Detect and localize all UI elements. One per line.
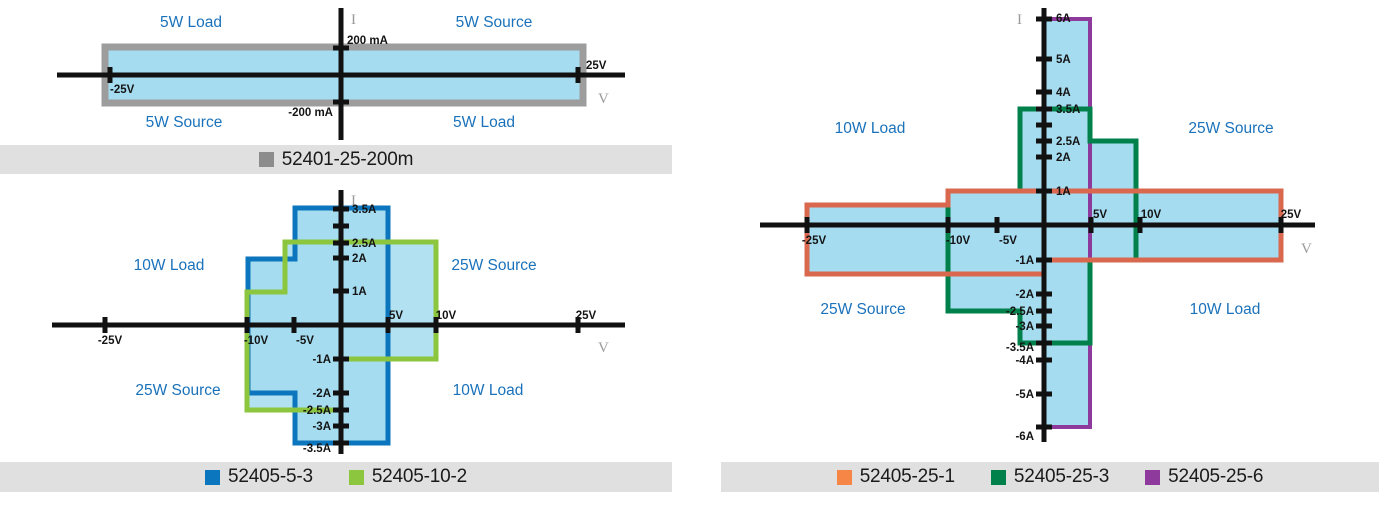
i-axis-label: I — [351, 12, 356, 28]
ticklabel-pos-10v: 10V — [436, 310, 457, 322]
legend-label: 52401-25-200m — [281, 148, 414, 170]
ticklabel-pos-25v: 25V — [576, 310, 597, 322]
ticklabel-1a: 1A — [1056, 186, 1071, 198]
ticklabel-neg-2p5a: -2.5A — [303, 405, 331, 417]
ticklabel-2a: 2A — [352, 253, 367, 265]
series-outline-52405-5-3 — [245, 205, 391, 446]
ticklabel-neg-3p5a: -3.5A — [1006, 342, 1034, 354]
legend-item[interactable]: 52405-5-3 — [204, 466, 313, 488]
quadrant-top-left: 10W Load — [835, 120, 906, 137]
ticklabel-neg-3a: -3A — [312, 421, 331, 433]
ticklabel-neg-25v: -25V — [802, 235, 827, 247]
ticklabel-neg-25v: -25V — [110, 84, 135, 96]
ticklabel-pos-10v: 10V — [1141, 209, 1162, 221]
ticklabel-2p5a: 2.5A — [352, 238, 376, 250]
ticklabel-pos-25v: 25V — [1281, 209, 1302, 221]
ticklabel-pos-5v: 5V — [1093, 209, 1107, 221]
quadrant-bottom-left: 25W Source — [820, 301, 905, 318]
quadrant-top-left: 5W Load — [160, 14, 222, 31]
chart-52405-low-svg: I V -25V -10V -5V 5V 10V 25V 3.5A 2.5A 2… — [52, 190, 625, 455]
ticklabel-neg-5v: -5V — [296, 335, 314, 347]
i-axis-label: I — [1017, 12, 1022, 28]
ticklabel-neg-1a: -1A — [1015, 255, 1034, 267]
legend-chart-52405-25: 52405-25-1 52405-25-3 52405-25-6 — [721, 462, 1379, 492]
ticklabel-3p5a: 3.5A — [1056, 104, 1080, 116]
chart-52405-low-panel: I V -25V -10V -5V 5V 10V 25V 3.5A 2.5A 2… — [0, 182, 690, 457]
legend-swatch-52405-25-6 — [1145, 469, 1161, 485]
legend-label: 52405-25-3 — [1013, 466, 1110, 487]
ticklabel-neg-3p5a: -3.5A — [303, 443, 331, 455]
legend-swatch-52405-25-3 — [990, 469, 1006, 485]
quadrant-bottom-left: 25W Source — [135, 382, 220, 399]
ticklabel-6a: 6A — [1056, 13, 1071, 25]
v-axis-label: V — [598, 91, 609, 107]
legend-swatch-52405-10-2 — [348, 469, 364, 485]
chart-52401-panel: I V 200 mA -200 mA -25V 25V 5W Load 5W S… — [0, 0, 690, 142]
ticklabel-neg-2a: -2A — [312, 388, 331, 400]
quadrant-bottom-right: 10W Load — [1190, 301, 1261, 318]
ticklabel-neg-10v: -10V — [946, 235, 971, 247]
series-outline-52405-25-1 — [804, 188, 1284, 277]
legend-swatch-52405-5-3 — [204, 469, 220, 485]
ticklabel-neg-2a: -2A — [1015, 289, 1034, 301]
ticklabel-pos-25v: 25V — [586, 60, 607, 72]
legend-label: 52405-10-2 — [371, 466, 468, 487]
quadrant-top-right: 25W Source — [451, 257, 536, 274]
ticklabel-neg-2p5a: -2.5A — [1006, 306, 1034, 318]
i-axis-label: I — [351, 193, 356, 209]
chart-52405-25-svg: I V -25V -10V -5V 5V 10V 25V 6A 5A 4A 3.… — [760, 8, 1315, 443]
ticklabel-4a: 4A — [1056, 87, 1071, 99]
quadrant-bottom-right: 10W Load — [453, 382, 524, 399]
ticklabel-neg-3a: -3A — [1015, 321, 1034, 333]
ticklabel-neg-25v: -25V — [98, 335, 123, 347]
ticklabel-neg-10v: -10V — [244, 335, 269, 347]
legend-label: 52405-25-6 — [1168, 466, 1264, 487]
quadrant-top-left: 10W Load — [134, 257, 205, 274]
legend-swatch-52405-25-1 — [836, 469, 852, 485]
chart-52401-svg: I V 200 mA -200 mA -25V 25V 5W Load 5W S… — [57, 8, 625, 140]
legend-chart-52401: 52401-25-200m — [0, 145, 672, 174]
ticklabel-5a: 5A — [1056, 54, 1071, 66]
legend-item[interactable]: 52405-25-1 — [836, 466, 955, 488]
v-axis-label: V — [1301, 241, 1312, 257]
ticklabel-neg-4a: -4A — [1015, 355, 1034, 367]
legend-item[interactable]: 52405-10-2 — [348, 466, 468, 488]
legend-label: 52405-25-1 — [859, 466, 955, 487]
legend-label: 52405-5-3 — [227, 466, 313, 487]
legend-swatch-52401-25-200m — [258, 152, 274, 167]
ticklabel-pos-200ma: 200 mA — [347, 35, 388, 47]
ticklabel-neg-200ma: -200 mA — [288, 107, 333, 119]
ticklabel-neg-1a: -1A — [312, 354, 331, 366]
chart-52405-25-panel: I V -25V -10V -5V 5V 10V 25V 6A 5A 4A 3.… — [690, 0, 1379, 455]
legend-item[interactable]: 52405-25-3 — [990, 466, 1110, 488]
ticklabel-neg-5a: -5A — [1015, 389, 1034, 401]
quadrant-top-right: 5W Source — [456, 14, 533, 31]
ticklabel-2a: 2A — [1056, 152, 1071, 164]
ticklabel-neg-5v: -5V — [999, 235, 1017, 247]
quadrant-bottom-left: 5W Source — [146, 114, 223, 131]
v-axis-label: V — [598, 340, 609, 356]
quadrant-top-right: 25W Source — [1188, 120, 1273, 137]
legend-item[interactable]: 52401-25-200m — [258, 148, 414, 171]
legend-item[interactable]: 52405-25-6 — [1145, 466, 1263, 488]
ticklabel-pos-5v: 5V — [389, 310, 403, 322]
ticklabel-1a: 1A — [352, 286, 367, 298]
quadrant-bottom-right: 5W Load — [453, 114, 515, 131]
ticklabel-2p5a: 2.5A — [1056, 136, 1080, 148]
ticklabel-neg-6a: -6A — [1015, 431, 1034, 443]
legend-chart-52405-low: 52405-5-3 52405-10-2 — [0, 462, 672, 492]
ticklabel-3p5a: 3.5A — [352, 204, 376, 216]
